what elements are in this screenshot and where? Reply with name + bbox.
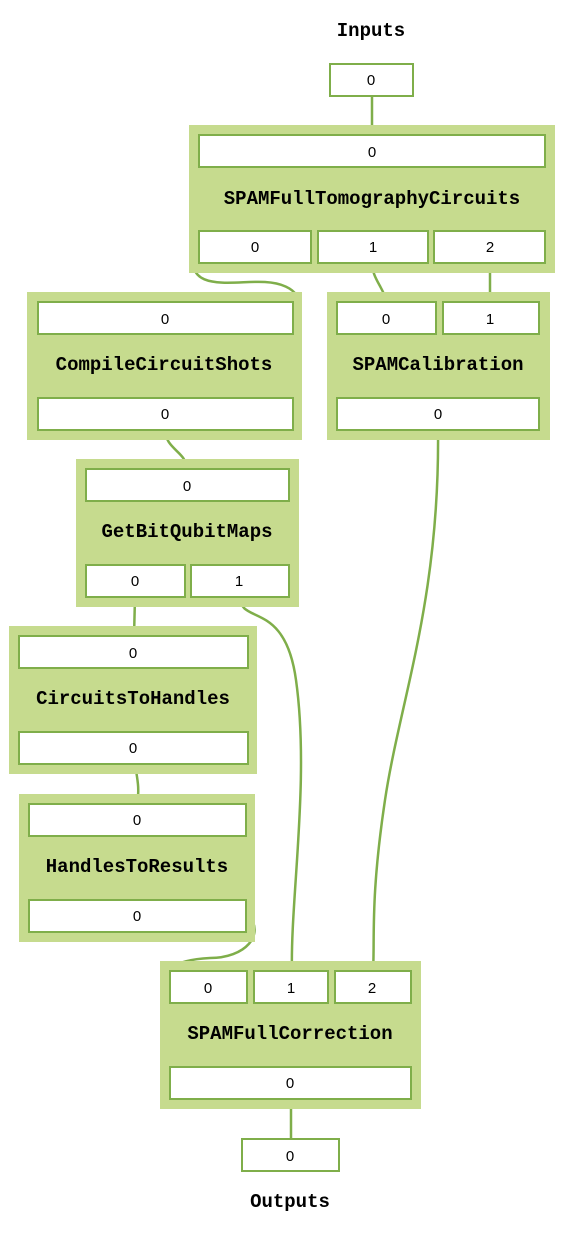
port-label: 0: [286, 1075, 294, 1092]
port-label: 0: [129, 740, 137, 757]
port-label: 0: [133, 908, 141, 925]
port-label: 0: [161, 406, 169, 423]
port-label: 0: [382, 311, 390, 328]
output-port[interactable]: 0: [241, 1138, 340, 1172]
node-spam-calibration[interactable]: 0 1 SPAMCalibration 0: [327, 292, 550, 440]
port-label: 2: [368, 980, 376, 997]
port-label: 0: [251, 239, 259, 256]
outputs-label: Outputs: [250, 1191, 330, 1213]
port-label: 1: [287, 980, 295, 997]
node-get-bit-qubit-maps[interactable]: 0 GetBitQubitMaps 0 1: [76, 459, 299, 607]
node-spam-full-correction[interactable]: 0 1 2 SPAMFullCorrection 0: [160, 961, 421, 1109]
node-title: SPAMFullCorrection: [187, 1023, 392, 1045]
port-label: 0: [131, 573, 139, 590]
node-title: SPAMCalibration: [352, 354, 523, 376]
port-label: 0: [129, 645, 137, 662]
port-label: 0: [183, 478, 191, 495]
node-spam-full-tomography-circuits[interactable]: 0 SPAMFullTomographyCircuits 0 1 2: [189, 125, 555, 273]
node-compile-circuit-shots[interactable]: 0 CompileCircuitShots 0: [27, 292, 302, 440]
edge-bitqubit-1-to-correction-1: [238, 596, 303, 973]
port-label: 1: [369, 239, 377, 256]
port-label: 0: [161, 311, 169, 328]
input-port[interactable]: 0: [329, 63, 414, 97]
node-title: HandlesToResults: [46, 856, 228, 878]
node-title: CircuitsToHandles: [36, 688, 230, 710]
port-label: 0: [434, 406, 442, 423]
svg-text:0: 0: [286, 1148, 294, 1165]
inputs-label: Inputs: [337, 20, 405, 42]
port-label: 0: [368, 144, 376, 161]
node-handles-to-results[interactable]: 0 HandlesToResults 0: [19, 794, 255, 942]
port-label: 1: [235, 573, 243, 590]
edge-calibration-to-correction-2: [371, 428, 440, 973]
port-label: 0: [133, 812, 141, 829]
port-label: 0: [204, 980, 212, 997]
node-title: CompileCircuitShots: [56, 354, 273, 376]
port-label: 2: [486, 239, 494, 256]
port-label: 1: [486, 311, 494, 328]
node-title: SPAMFullTomographyCircuits: [224, 188, 520, 210]
node-circuits-to-handles[interactable]: 0 CircuitsToHandles 0: [9, 626, 257, 774]
node-title: GetBitQubitMaps: [101, 521, 272, 543]
svg-text:0: 0: [367, 72, 375, 89]
